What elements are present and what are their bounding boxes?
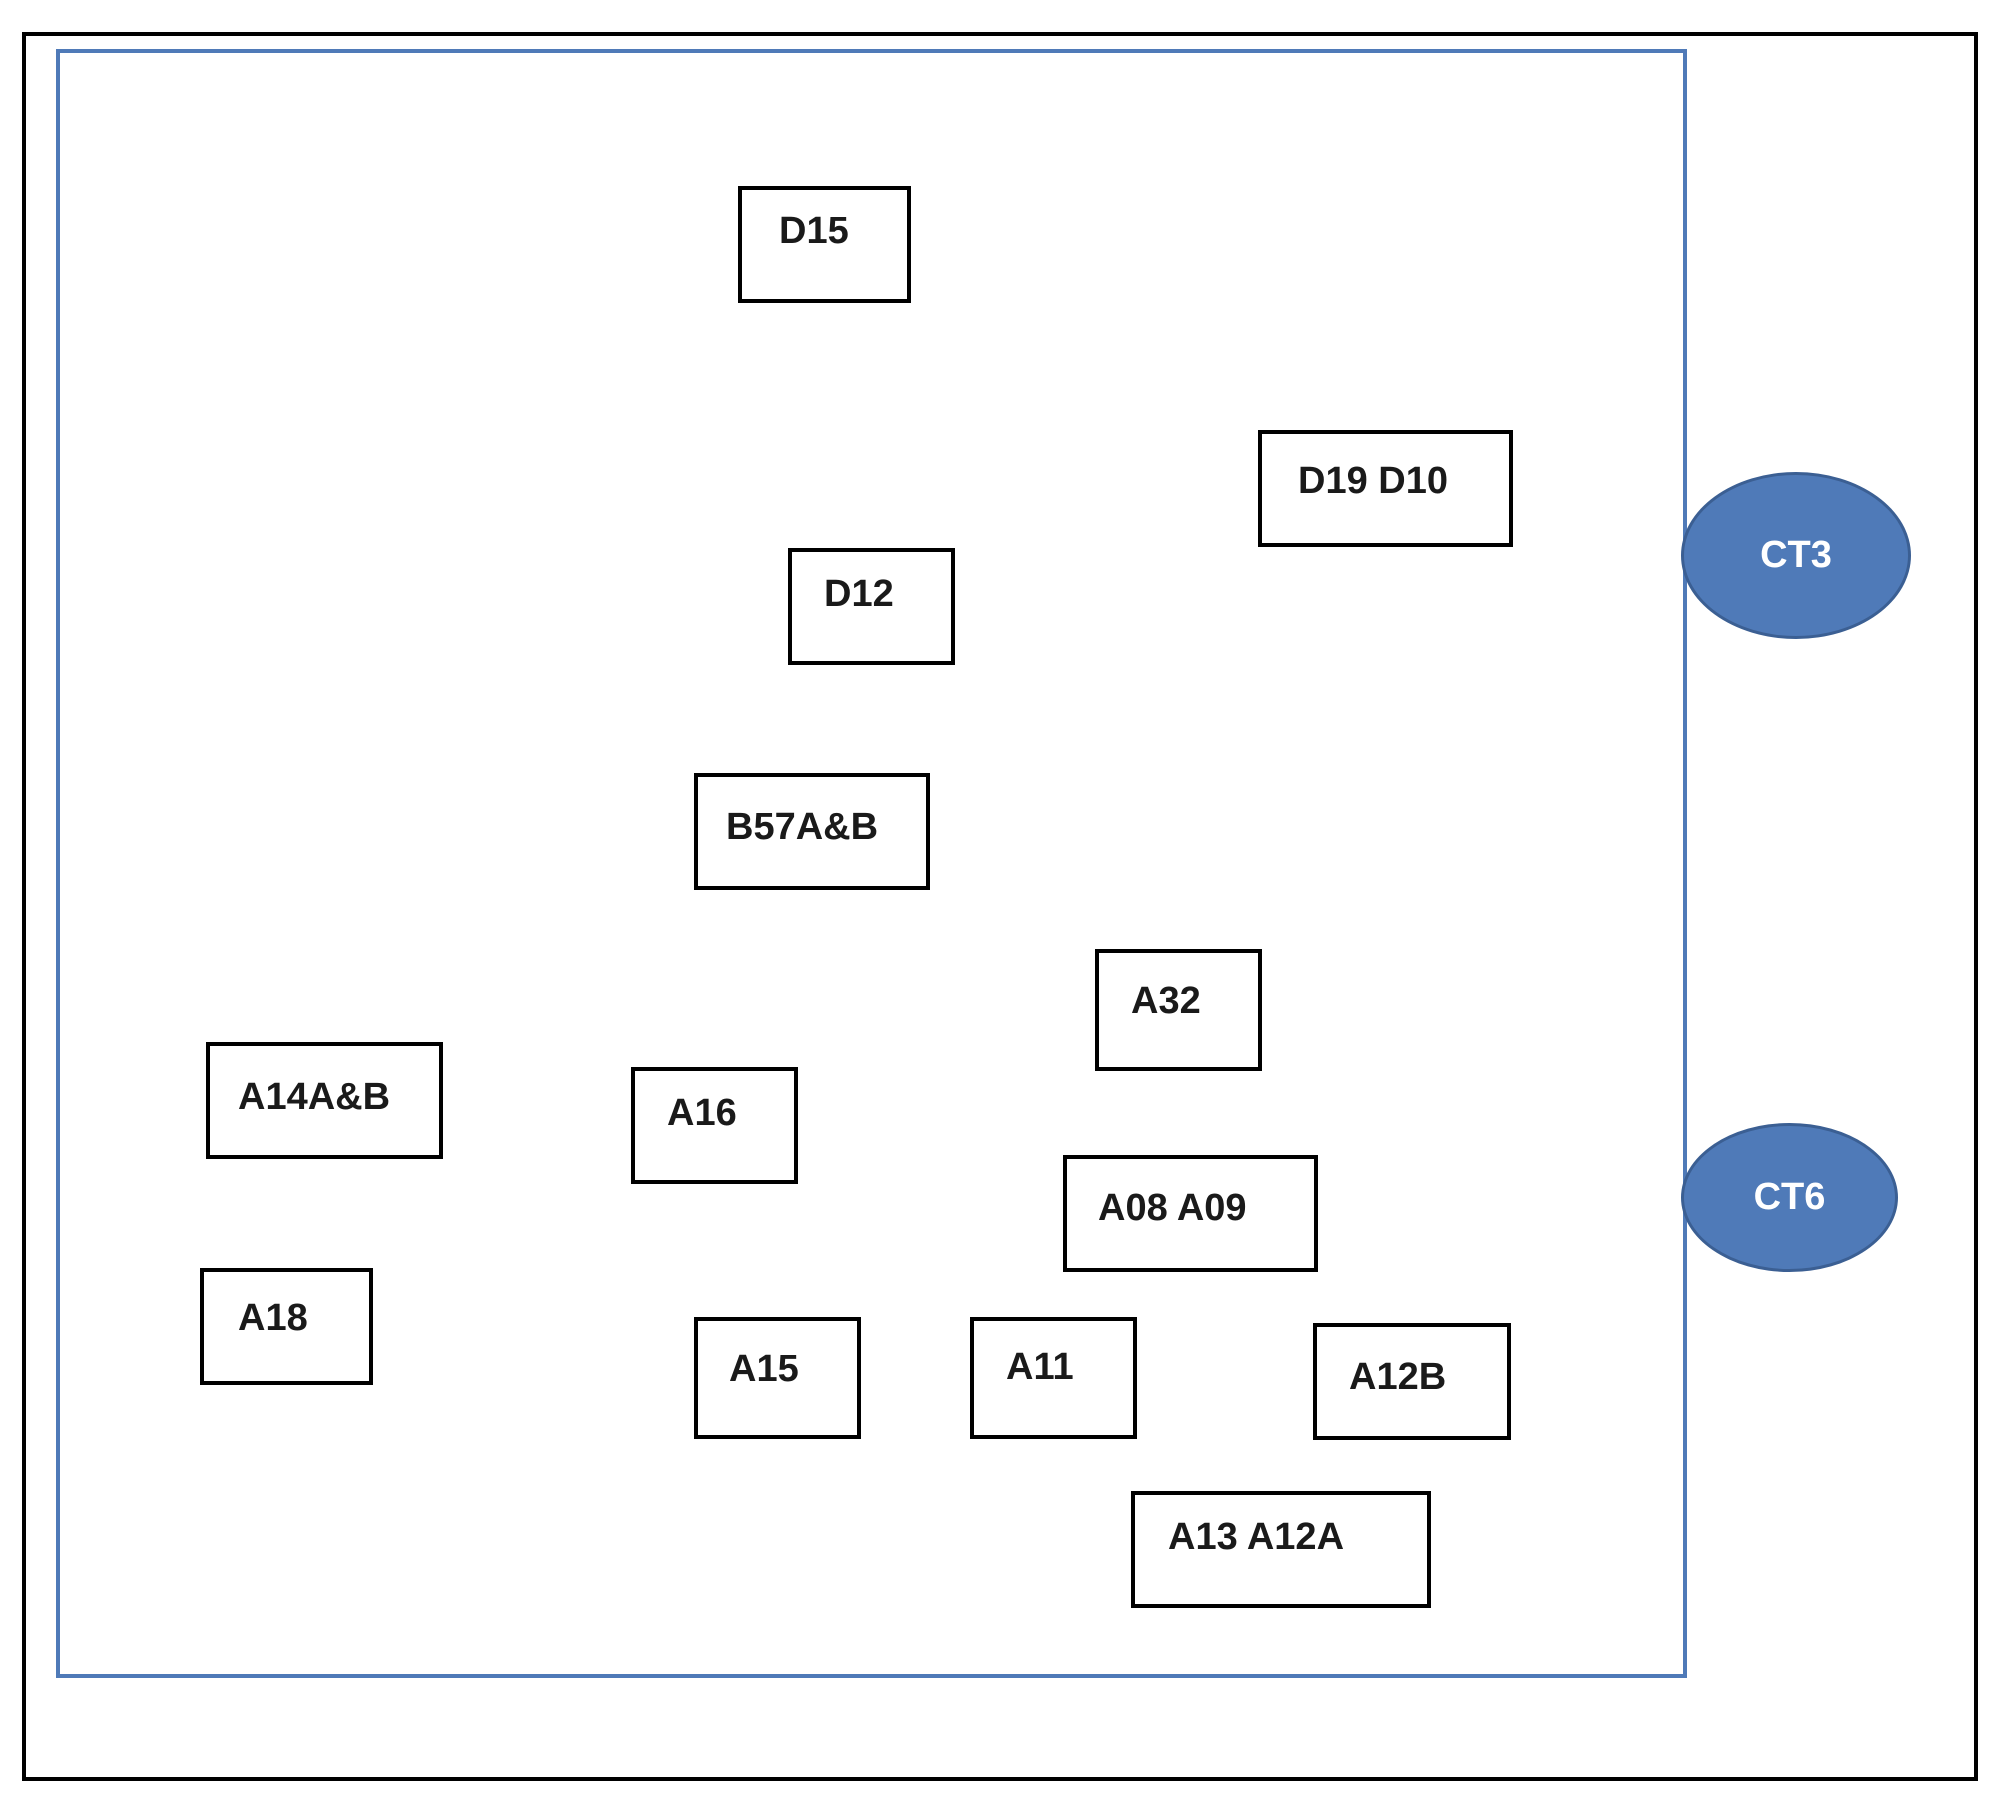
box-a16 — [631, 1067, 798, 1184]
box-d12-label: D12 — [824, 573, 894, 615]
ellipse-ct6-label: CT6 — [1753, 1176, 1826, 1218]
outer-frame — [22, 32, 1978, 1781]
room-outline — [56, 49, 1687, 1678]
box-a15 — [694, 1317, 861, 1439]
box-a16-label: A16 — [667, 1092, 737, 1134]
box-d15-label: D15 — [779, 210, 849, 252]
box-b57ab — [694, 773, 930, 890]
box-b57ab-label: B57A&B — [726, 806, 879, 848]
box-a18 — [200, 1268, 373, 1385]
box-d19-d10-label: D19 D10 — [1298, 460, 1448, 502]
box-a15-label: A15 — [729, 1348, 799, 1390]
box-a18-label: A18 — [238, 1297, 308, 1339]
box-a12b-label: A12B — [1349, 1356, 1447, 1398]
box-a13-a12a — [1131, 1491, 1431, 1608]
ellipse-ct3-label: CT3 — [1760, 534, 1832, 576]
ellipse-ct3: CT3 — [1681, 472, 1911, 639]
box-d19-d10 — [1258, 430, 1513, 547]
box-a32 — [1095, 949, 1262, 1071]
box-d15 — [738, 186, 911, 303]
box-a12b — [1313, 1323, 1511, 1440]
box-a14ab-label: A14A&B — [238, 1076, 391, 1118]
ellipse-ct6: CT6 — [1681, 1123, 1898, 1272]
box-a32-label: A32 — [1131, 980, 1201, 1022]
box-a14ab — [206, 1042, 443, 1159]
box-a11 — [970, 1317, 1137, 1439]
box-a11-label: A11 — [1006, 1346, 1074, 1388]
box-d12 — [788, 548, 955, 665]
box-a13-a12a-label: A13 A12A — [1168, 1516, 1345, 1558]
box-a08-a09 — [1063, 1155, 1318, 1272]
box-a08-a09-label: A08 A09 — [1098, 1187, 1247, 1229]
